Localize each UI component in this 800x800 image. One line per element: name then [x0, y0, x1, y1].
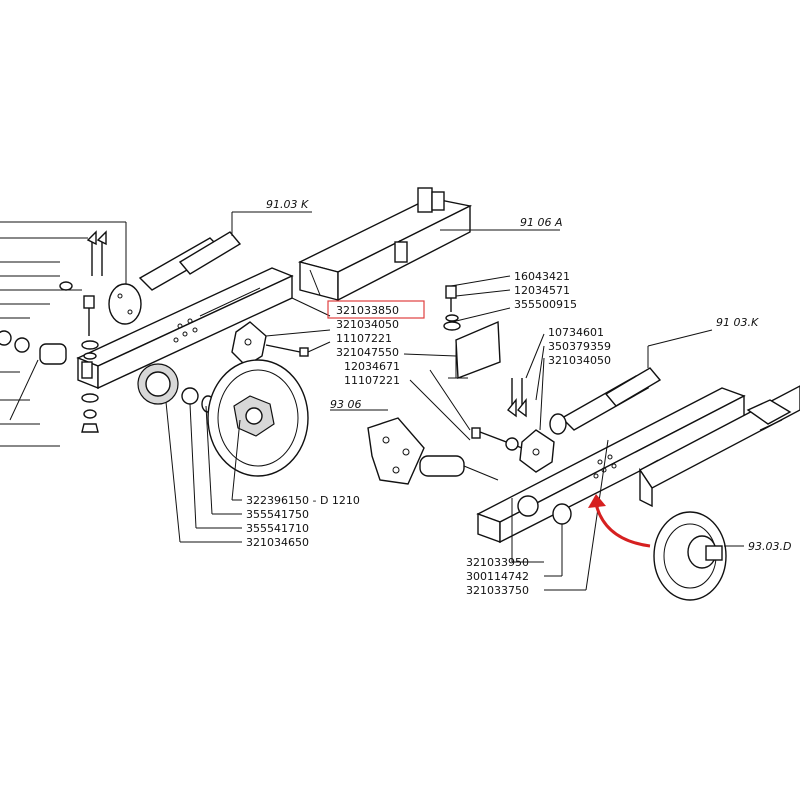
left-hardware-stack [59, 230, 107, 433]
red-arrow [588, 494, 651, 548]
part-label: 321033950 [466, 556, 529, 569]
ref-label-spindle: 93 06 [330, 398, 362, 411]
wheel-hub [137, 363, 215, 413]
part-label: 321047550 [336, 346, 399, 359]
left-axle-beam [76, 267, 294, 390]
part-label: 321034650 [246, 536, 309, 549]
part-label: 355541750 [246, 508, 309, 521]
right-shock-absorber [549, 329, 713, 435]
ref-label-left-shock: 91.03 K [266, 198, 309, 211]
leader-lines [165, 229, 744, 591]
part-label: 11107221 [344, 374, 400, 387]
left-shock-absorber [108, 211, 312, 325]
upper-frame-tube [298, 187, 473, 302]
part-label: 322396150 - D 1210 [246, 494, 360, 507]
part-label: 11107221 [336, 332, 392, 345]
ref-label-brake-disc: 93.03.D [748, 540, 791, 553]
part-label: 10734601 [548, 326, 604, 339]
part-label: 350379359 [548, 340, 611, 353]
part-label: 12034671 [344, 360, 400, 373]
spindle-bracket [330, 409, 499, 485]
part-label: 321034050 [548, 354, 611, 367]
right-hardware-stack [443, 285, 527, 418]
right-frame-channel [638, 385, 800, 508]
part-label: 355500915 [514, 298, 577, 311]
brake-drum-plate [207, 359, 309, 477]
brake-disc-right [653, 511, 727, 601]
part-label: 16043421 [514, 270, 570, 283]
ref-label-upper-tube: 91 06 A [520, 216, 563, 229]
highlight-box [327, 300, 425, 319]
part-label: 321033750 [466, 584, 529, 597]
right-axle-beam [476, 387, 746, 544]
part-label: 300114742 [466, 570, 529, 583]
part-label: 321034050 [336, 318, 399, 331]
right-mount-plate [471, 427, 555, 473]
part-label: 355541710 [246, 522, 309, 535]
highlighted-part-label: 321033850 [336, 304, 399, 317]
left-edge-parts [0, 221, 127, 447]
ref-label-right-shock: 91 03.K [716, 316, 759, 329]
part-label: 12034571 [514, 284, 570, 297]
right-bracket [448, 320, 501, 379]
left-mount-plate [231, 321, 309, 367]
